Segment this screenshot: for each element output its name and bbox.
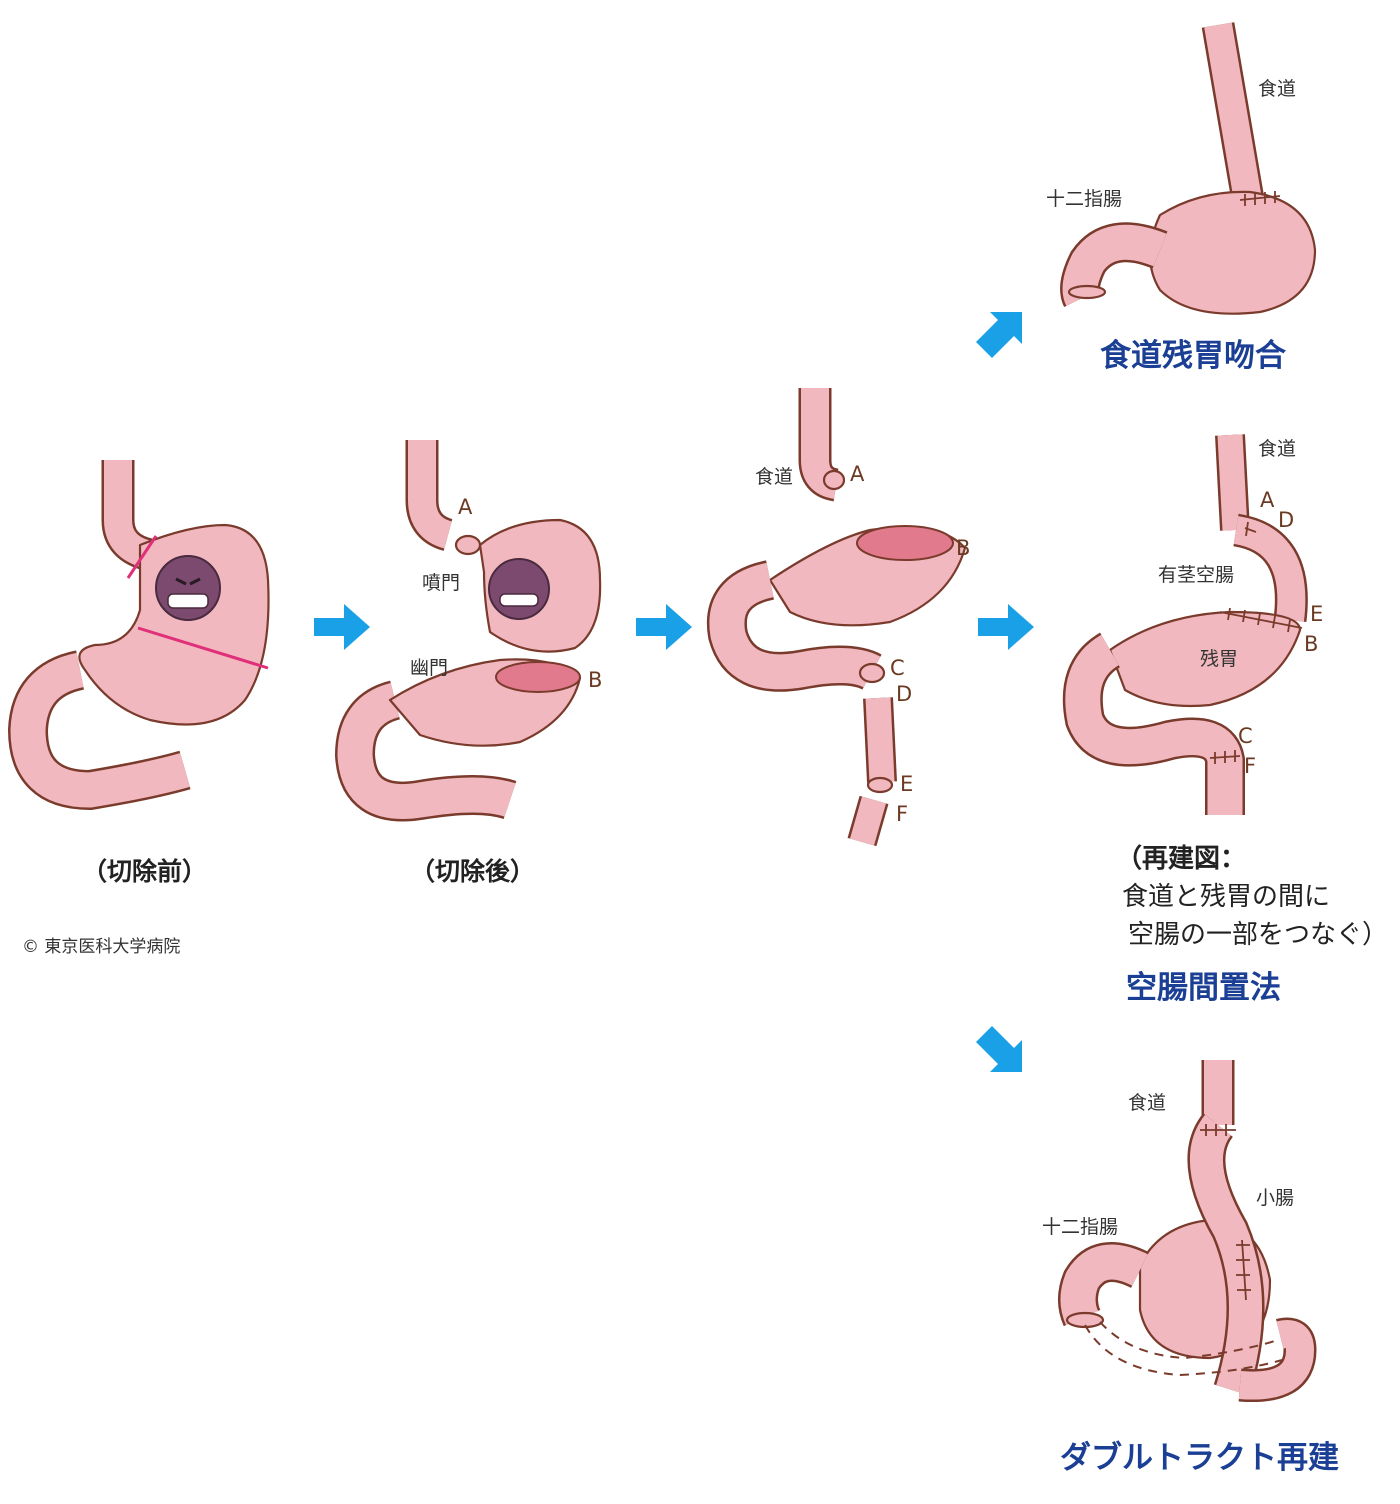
point-a-label: A <box>850 462 865 486</box>
point-e-label: E <box>900 772 914 796</box>
point-b-label: B <box>956 536 971 560</box>
right-arrow-icon <box>314 604 370 650</box>
esophagus-label: 食道 <box>1258 78 1297 100</box>
jejunum-preparation <box>706 388 967 847</box>
esophagogastric-anastomosis-figure <box>1060 22 1317 315</box>
reconstruction-note-line: 食道と残胃の間に <box>1122 882 1331 912</box>
double-tract-figure <box>1058 1060 1317 1403</box>
reconstruction-note-heading: （再建図： <box>1116 844 1247 874</box>
point-d-label: D <box>1278 508 1295 532</box>
esophagus-label: 食道 <box>1128 1092 1167 1114</box>
esophagus-label: 食道 <box>755 466 794 488</box>
duodenum-label: 十二指腸 <box>1046 188 1123 210</box>
tumor-icon <box>155 555 221 621</box>
point-c-label: C <box>890 656 905 680</box>
right-arrow-icon <box>978 604 1034 650</box>
point-c-label: C <box>1238 724 1253 748</box>
pedicled-jejunum-label: 有茎空腸 <box>1158 564 1235 586</box>
jejunal-interposition-title: 空腸間置法 <box>1126 970 1281 1006</box>
stomach-after-resection <box>334 440 602 822</box>
duodenum-label: 十二指腸 <box>1042 1216 1119 1238</box>
point-f-label: F <box>1244 754 1257 778</box>
esophagogastric-title: 食道残胃吻合 <box>1100 338 1286 374</box>
small-intestine-label: 小腸 <box>1256 1187 1295 1209</box>
cut-line-upper <box>126 535 158 579</box>
jejunal-interposition-figure <box>1062 434 1308 815</box>
down-right-arrow-icon <box>976 1026 1022 1072</box>
tumor-icon <box>488 558 550 620</box>
stomach-before-resection <box>7 460 270 811</box>
point-b-label: B <box>1304 632 1319 656</box>
up-right-arrow-icon <box>976 312 1022 358</box>
pylorus-label: 幽門 <box>410 657 449 679</box>
right-arrow-icon <box>636 604 692 650</box>
copyright-text: © 東京医科大学病院 <box>22 937 181 957</box>
point-a-label: A <box>1260 488 1275 512</box>
point-f-label: F <box>896 802 909 826</box>
esophagus-label: 食道 <box>1258 438 1297 460</box>
before-caption: （切除前） <box>82 857 208 886</box>
double-tract-title: ダブルトラクト再建 <box>1060 1440 1339 1476</box>
reconstruction-note-line: 空腸の一部をつなぐ） <box>1128 920 1389 950</box>
point-a-label: A <box>458 495 473 519</box>
point-b-label: B <box>588 668 603 692</box>
point-e-label: E <box>1310 602 1324 626</box>
after-caption: （切除後） <box>410 857 536 886</box>
cardia-label: 噴門 <box>422 572 461 594</box>
cut-line-lower <box>137 626 269 670</box>
remnant-stomach-label: 残胃 <box>1200 648 1239 670</box>
point-d-label: D <box>896 682 913 706</box>
